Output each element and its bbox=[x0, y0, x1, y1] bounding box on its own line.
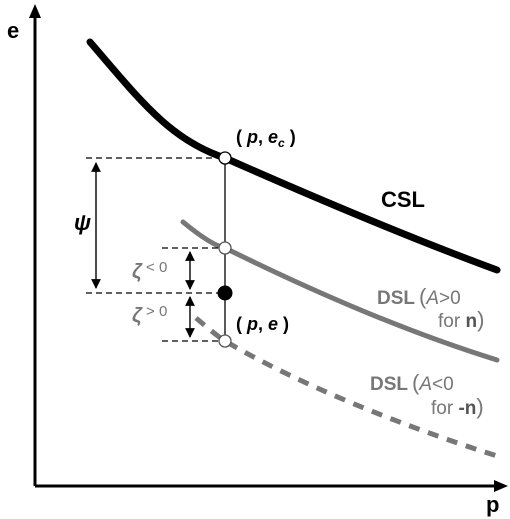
csl-curve bbox=[86, 38, 501, 274]
svg-text:DSL(A>0: DSL(A>0 bbox=[377, 284, 461, 309]
dsl-positive-curve bbox=[180, 219, 500, 363]
dsl-negative-label: DSL(A<0 for -n) bbox=[370, 370, 484, 419]
csl-label: CSL bbox=[381, 187, 425, 212]
svg-text:for n): for n) bbox=[438, 307, 484, 332]
dsl-positive-point bbox=[218, 241, 232, 255]
psi-label: ψ bbox=[74, 210, 91, 235]
dsl-negative-curve bbox=[194, 316, 498, 459]
critical-point-label: ( p, ec ) bbox=[236, 127, 296, 150]
current-state-point bbox=[217, 285, 233, 301]
y-axis-label: e bbox=[7, 18, 19, 43]
current-point-label: ( p, e ) bbox=[236, 314, 289, 334]
dsl-negative-point bbox=[218, 334, 232, 348]
critical-state-point bbox=[218, 151, 232, 165]
x-axis-arrowhead bbox=[494, 480, 508, 492]
svg-text:DSL(A<0: DSL(A<0 bbox=[370, 370, 454, 395]
zeta-negative-label: ζ < 0 bbox=[132, 259, 167, 283]
y-axis-arrowhead bbox=[29, 4, 41, 18]
svg-text:for -n): for -n) bbox=[431, 394, 484, 419]
x-axis-label: p bbox=[486, 492, 499, 517]
dsl-positive-label: DSL(A>0 for n) bbox=[377, 284, 484, 332]
zeta-positive-label: ζ > 0 bbox=[132, 303, 167, 327]
